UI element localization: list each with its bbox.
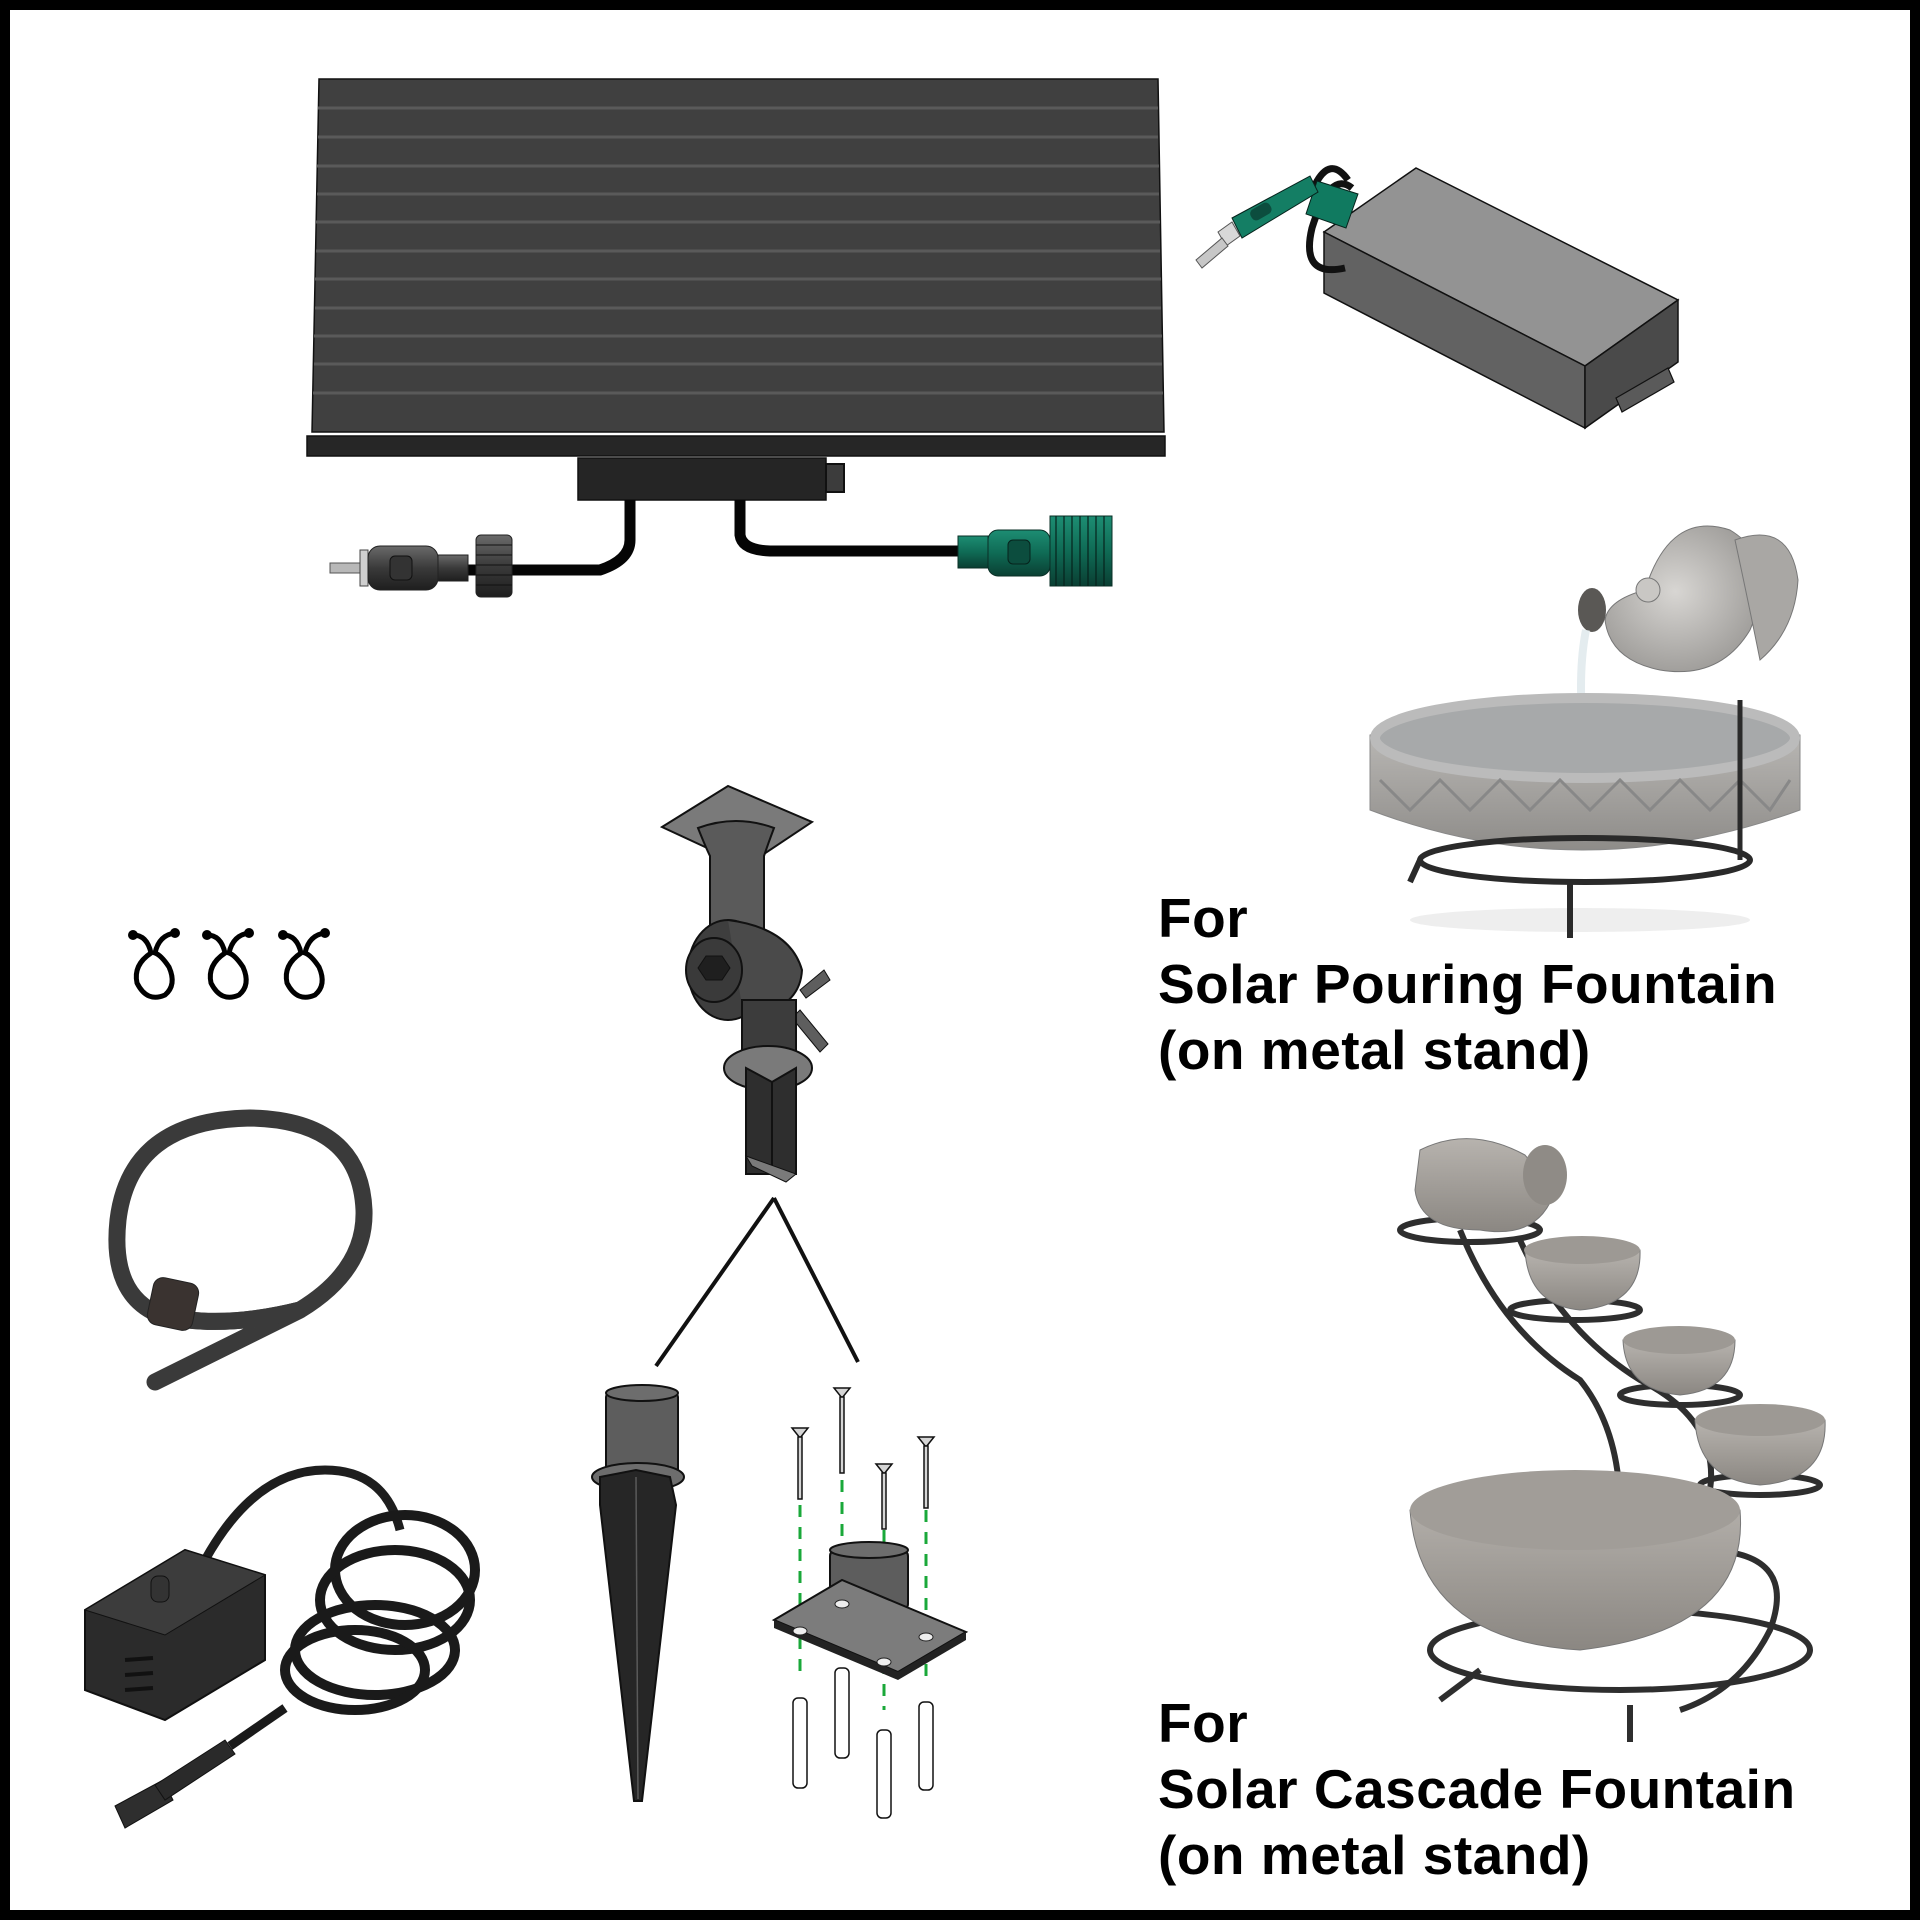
pouring-caption-line3: (on metal stand) — [1158, 1019, 1591, 1081]
cascade-fountain-caption: For Solar Cascade Fountain (on metal sta… — [1158, 1690, 1796, 1888]
panel-mount-bracket — [640, 770, 860, 1190]
pouring-caption-line1: For — [1158, 887, 1249, 949]
pouring-caption-line2: Solar Pouring Fountain — [1158, 953, 1778, 1015]
option-split-lines — [640, 1190, 880, 1370]
solar-panel — [300, 70, 1200, 750]
ground-spike — [590, 1384, 685, 1805]
cascade-caption-line1: For — [1158, 1692, 1249, 1754]
cascade-caption-line2: Solar Cascade Fountain — [1158, 1758, 1796, 1820]
wall-mount-kit — [770, 1380, 970, 1820]
pouring-fountain-caption: For Solar Pouring Fountain (on metal sta… — [1158, 885, 1777, 1083]
pouring-fountain-image — [1340, 480, 1820, 940]
pump-tubing — [100, 1100, 380, 1391]
cascade-fountain-image — [1380, 1130, 1880, 1750]
submersible-pump — [55, 1450, 480, 1840]
cable-clips — [125, 925, 345, 1005]
battery-pack — [1180, 150, 1700, 440]
cascade-caption-line3: (on metal stand) — [1158, 1824, 1591, 1886]
